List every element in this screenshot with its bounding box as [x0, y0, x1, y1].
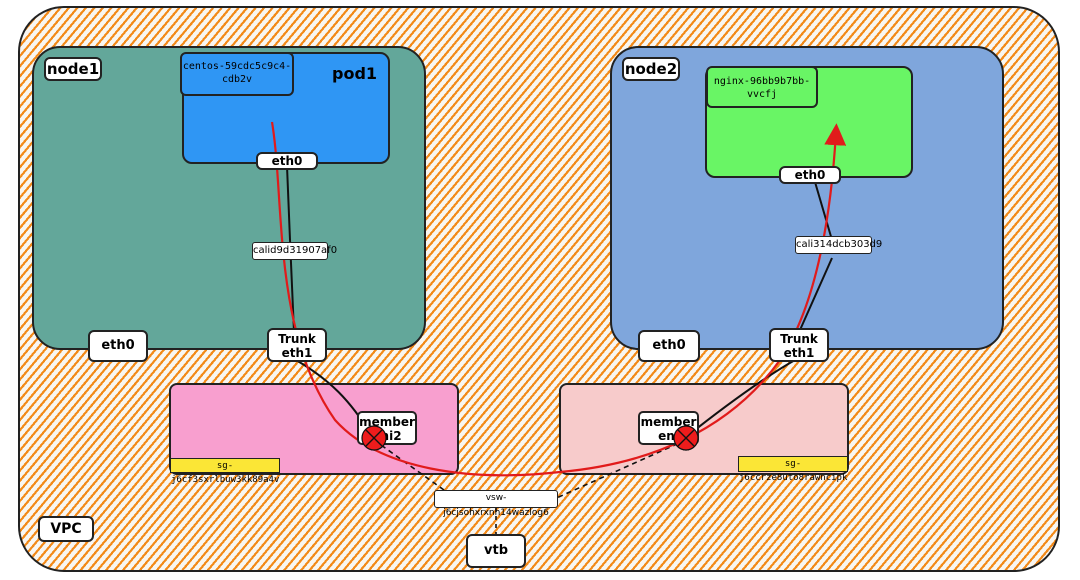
pod1-name: centos-59cdc5c9c4-cdb2v — [180, 52, 294, 96]
node1-trunk-eth1[interactable]: Trunk eth1 — [267, 328, 327, 362]
node1-label: node1 — [44, 57, 102, 81]
security-group-1[interactable]: sg-j6cf3sxrlbuw3kk89a4v — [170, 458, 280, 485]
vtb-box[interactable]: vtb — [466, 534, 526, 568]
node1-eth0[interactable]: eth0 — [88, 330, 148, 362]
vswitch-box[interactable]: vsw-j6cjsohxrxnh14wazlog6 — [434, 490, 558, 518]
pod1-label: pod1 — [332, 64, 378, 83]
node2-trunk-eth1[interactable]: Trunk eth1 — [769, 328, 829, 362]
x-icon — [673, 425, 699, 451]
security-group-2[interactable]: sg-j6ccrze8uto8rawncipk — [738, 456, 848, 483]
node2-eth0[interactable]: eth0 — [638, 330, 700, 362]
vswitch-dashed-links — [373, 439, 687, 501]
x-icon — [361, 425, 387, 451]
pod2-eth0[interactable]: eth0 — [779, 166, 841, 184]
pod2-name: nginx-96bb9b7bb-vvcfj — [706, 66, 818, 108]
node2-label: node2 — [622, 57, 680, 81]
pod1-eth0[interactable]: eth0 — [256, 152, 318, 170]
traffic-flow-arrow — [270, 121, 847, 477]
node2-cali-veth[interactable]: cali314dcb303d9 — [795, 236, 882, 254]
vpc-label: VPC — [38, 516, 94, 542]
node1-cali-veth[interactable]: calid9d31907af0 — [252, 242, 337, 260]
